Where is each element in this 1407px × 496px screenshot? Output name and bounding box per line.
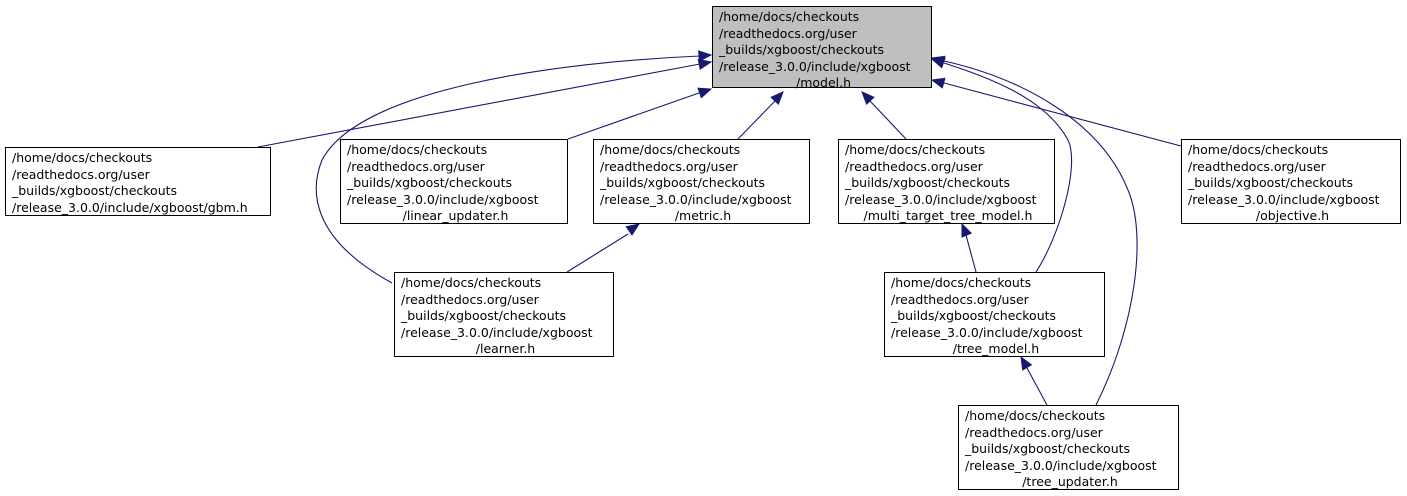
edge-arrowhead-tree-model-to-multi-target-tree-model [961,222,973,238]
node-gbm-h-line-3: _builds/xgboost/checkouts [12,183,178,199]
edge-arrowhead-learner-to-model [698,50,713,62]
edge-objective-to-model [943,82,1182,147]
node-metric-h-line-4: /release_3.0.0/include/xgboost [600,191,792,207]
node-tree-updater-h-line-5: /tree_updater.h [1022,474,1118,490]
node-learner-h-line-4: /release_3.0.0/include/xgboost [401,324,593,340]
edge-arrowhead-tree-updater-to-tree-model [1020,355,1033,371]
node-tree-model-h-line-4: /release_3.0.0/include/xgboost [891,324,1083,340]
edge-arrowhead-tree-updater-to-model [930,55,946,67]
node-gbm-h[interactable]: /home/docs/checkouts /readthedocs.org/us… [5,147,271,216]
node-gbm-h-line-4: /release_3.0.0/include/xgboost/gbm.h [12,199,248,215]
node-linear-updater-h-line-2: /readthedocs.org/user [347,158,485,174]
node-tree-model-h-line-5: /tree_model.h [952,341,1040,357]
node-model-h-line-3: _builds/xgboost/checkouts [719,42,885,58]
node-linear-updater-h-line-3: _builds/xgboost/checkouts [347,175,513,191]
edge-arrowhead-gbm-to-model [697,58,713,71]
node-tree-updater-h-line-3: _builds/xgboost/checkouts [965,441,1131,457]
node-objective-h-line-5: /objective.h [1255,208,1330,224]
edge-tree-updater-to-model [943,60,1138,406]
edge-learner-to-metric [566,233,629,273]
node-model-h-line-2: /readthedocs.org/user [719,25,857,41]
node-gbm-h-line-1: /home/docs/checkouts [12,150,153,165]
edge-tree-model-to-multi-target-tree-model [965,234,977,273]
edge-tree-updater-to-tree-model [1026,367,1048,406]
node-learner-h-line-5: /learner.h [475,341,536,357]
edge-learner-to-model [315,55,701,284]
node-tree-updater-h-line-1: /home/docs/checkouts [965,408,1106,423]
node-multi-target-tree-model-h[interactable]: /home/docs/checkouts /readthedocs.org/us… [838,139,1055,224]
edge-arrowhead-linear-updater-to-model [697,87,713,99]
node-multi-target-tree-model-h-line-2: /readthedocs.org/user [845,158,983,174]
edge-tree-model-to-model [943,62,1073,273]
node-tree-updater-h-line-2: /readthedocs.org/user [965,424,1103,440]
node-metric-h-line-2: /readthedocs.org/user [600,158,738,174]
node-model-h-line-5: /model.h [795,75,852,91]
node-multi-target-tree-model-h-line-3: _builds/xgboost/checkouts [845,175,1011,191]
node-objective-h[interactable]: /home/docs/checkouts /readthedocs.org/us… [1181,139,1401,224]
node-tree-model-h-line-2: /readthedocs.org/user [891,291,1029,307]
node-objective-h-line-2: /readthedocs.org/user [1188,158,1326,174]
edge-arrowhead-learner-to-metric [625,223,641,236]
node-objective-h-line-1: /home/docs/checkouts [1188,142,1329,157]
node-learner-h-line-3: _builds/xgboost/checkouts [401,308,567,324]
node-metric-h-line-5: /metric.h [674,208,732,224]
node-tree-model-h-line-3: _builds/xgboost/checkouts [891,308,1057,324]
node-tree-updater-h[interactable]: /home/docs/checkouts /readthedocs.org/us… [958,405,1179,490]
edge-metric-to-model [737,100,776,140]
node-metric-h-line-1: /home/docs/checkouts [600,142,741,157]
node-metric-h-line-3: _builds/xgboost/checkouts [600,175,766,191]
node-multi-target-tree-model-h-line-4: /release_3.0.0/include/xgboost [845,191,1037,207]
edge-arrowhead-multi-target-tree-model-to-model [861,91,875,106]
edge-arrowhead-metric-to-model [770,91,784,106]
node-tree-model-h-line-1: /home/docs/checkouts [891,275,1032,290]
node-learner-h[interactable]: /home/docs/checkouts /readthedocs.org/us… [394,272,614,357]
node-linear-updater-h-line-4: /release_3.0.0/include/xgboost [347,191,539,207]
node-learner-h-line-2: /readthedocs.org/user [401,291,539,307]
node-metric-h[interactable]: /home/docs/checkouts /readthedocs.org/us… [593,139,810,224]
node-linear-updater-h-line-1: /home/docs/checkouts [347,142,488,157]
edge-arrowhead-objective-to-model [930,77,946,89]
node-learner-h-line-1: /home/docs/checkouts [401,275,542,290]
node-multi-target-tree-model-h-line-5: /multi_target_tree_model.h [863,208,1033,224]
node-model-h: /home/docs/checkouts /readthedocs.org/us… [712,6,932,90]
node-multi-target-tree-model-h-line-1: /home/docs/checkouts [845,142,986,157]
node-objective-h-line-3: _builds/xgboost/checkouts [1188,175,1354,191]
edge-gbm-to-model [257,63,701,148]
node-model-h-line-4: /release_3.0.0/include/xgboost [719,58,911,74]
node-tree-updater-h-line-4: /release_3.0.0/include/xgboost [965,457,1157,473]
edge-multi-target-tree-model-to-model [869,100,907,140]
node-objective-h-line-4: /release_3.0.0/include/xgboost [1188,191,1380,207]
node-gbm-h-line-2: /readthedocs.org/user [12,166,150,182]
node-linear-updater-h[interactable]: /home/docs/checkouts /readthedocs.org/us… [340,139,568,224]
node-tree-model-h[interactable]: /home/docs/checkouts /readthedocs.org/us… [884,272,1105,357]
node-model-h-line-1: /home/docs/checkouts [719,9,860,24]
edge-linear-updater-to-model [567,92,700,140]
node-linear-updater-h-line-5: /linear_updater.h [402,208,509,224]
